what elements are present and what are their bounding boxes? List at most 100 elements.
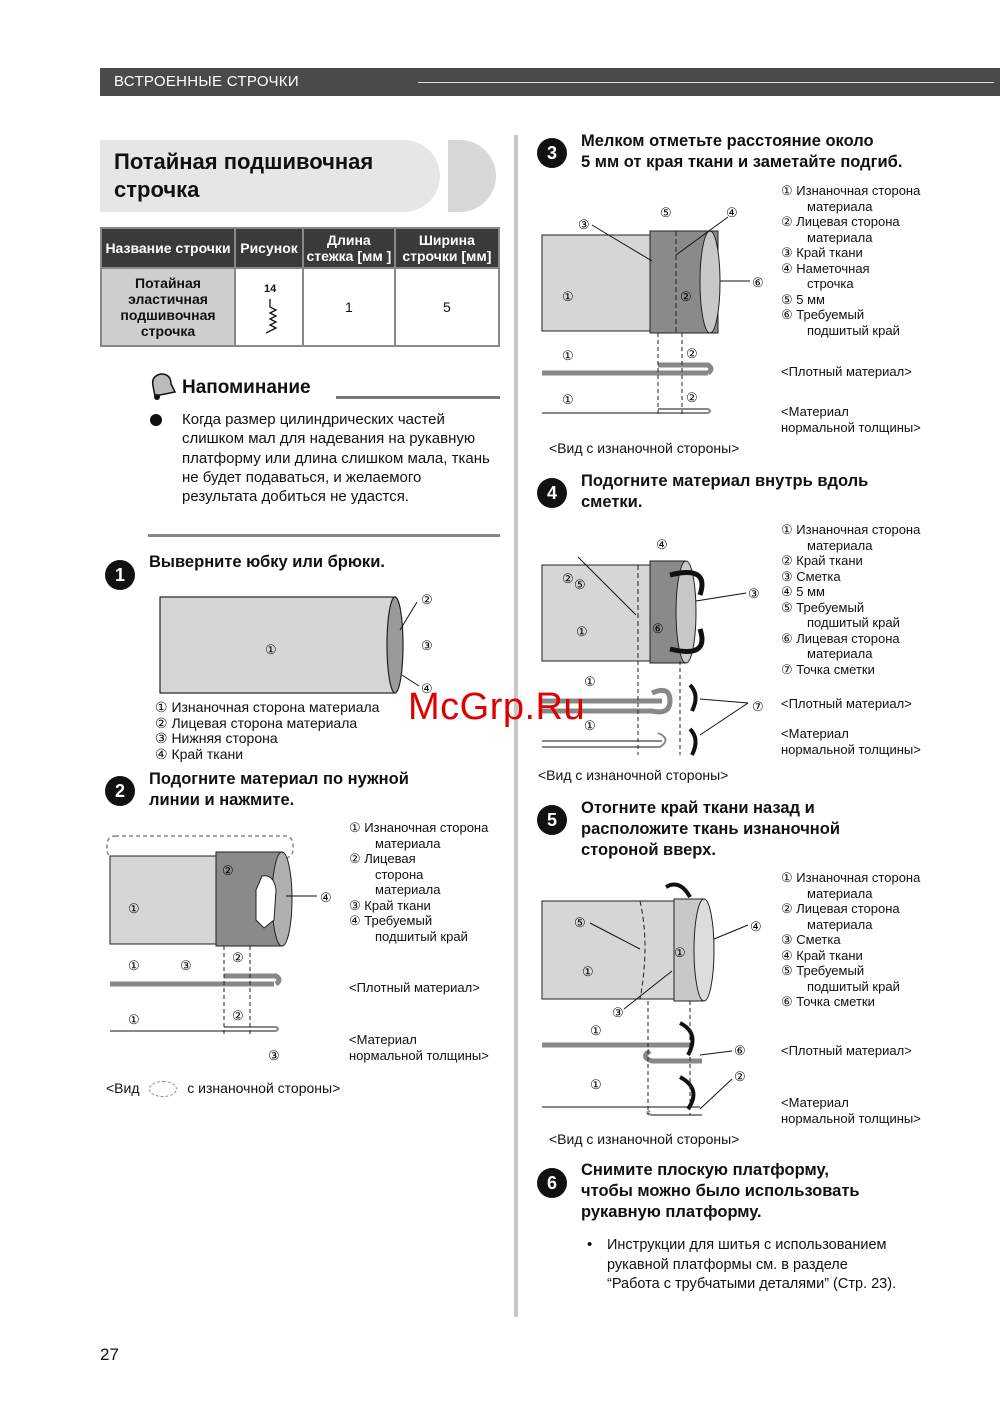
- step-2-view-caption: <Вид с изнаночной стороны>: [106, 1080, 340, 1098]
- legend-item: подшитый край: [807, 615, 900, 630]
- legend-item: материала: [807, 646, 873, 661]
- svg-text:⑦: ⑦: [752, 699, 764, 714]
- step-2-thick: <Плотный материал>: [349, 980, 480, 995]
- svg-text:①: ①: [582, 964, 594, 979]
- step-4-normal: <Материал нормальной толщины>: [781, 726, 921, 757]
- stitch-length: 1: [302, 267, 396, 347]
- step-1-number: 1: [105, 560, 135, 590]
- step-3-thick: <Плотный материал>: [781, 364, 912, 379]
- svg-text:①: ①: [265, 642, 277, 657]
- svg-text:③: ③: [748, 586, 760, 601]
- svg-text:①: ①: [576, 624, 588, 639]
- step-6-line-2: чтобы можно было использовать: [581, 1182, 860, 1200]
- memo-title: Напоминание: [182, 377, 311, 398]
- step-5-normal: <Материал нормальной толщины>: [781, 1095, 921, 1126]
- page-title: Потайная подшивочная строчка: [114, 148, 373, 204]
- legend-item: ① Изнаночная сторона: [781, 870, 921, 885]
- step-4-view-caption: <Вид с изнаночной стороны>: [538, 767, 729, 783]
- col-width: Ширина строчки [мм]: [393, 227, 501, 269]
- legend-item: ⑦ Точка сметки: [781, 661, 875, 677]
- step-3-number: 3: [537, 138, 567, 168]
- svg-text:④: ④: [750, 919, 762, 934]
- step-5-diagram: ⑤ ①① ④ ③ ①① ⑥ ②: [541, 882, 762, 1116]
- legend-item: материала: [807, 198, 873, 214]
- svg-text:①: ①: [584, 674, 596, 689]
- svg-text:⑤: ⑤: [660, 205, 672, 220]
- svg-text:①: ①: [562, 289, 574, 304]
- memo-bottom-rule: [148, 534, 500, 537]
- step-2-legend: ① Изнаночная сторона материала ② Лицевая…: [349, 820, 488, 944]
- col-name: Название строчки: [100, 227, 236, 269]
- step-5-number: 5: [537, 805, 567, 835]
- step-4-number: 4: [537, 478, 567, 508]
- svg-text:⑥: ⑥: [652, 621, 664, 636]
- legend-item: ③ Край ткани: [781, 245, 863, 260]
- step-5-line-2: расположите ткань изнаночной: [581, 820, 840, 838]
- step-2-line-1: Подогните материал по нужной: [149, 770, 409, 788]
- legend-item: материала: [807, 537, 873, 553]
- svg-text:①: ①: [674, 945, 686, 960]
- normal-line-2: нормальной толщины>: [781, 1110, 921, 1126]
- svg-text:①: ①: [128, 958, 140, 973]
- step-5-line-3: стороной вверх.: [581, 841, 716, 859]
- legend-item: ⑥ Точка сметки: [781, 994, 875, 1009]
- svg-text:①: ①: [590, 1023, 602, 1038]
- legend-item: ③ Край ткани: [349, 897, 431, 913]
- normal-line-1: <Материал: [781, 404, 849, 419]
- note-line-3: “Работа с трубчатыми деталями” (Стр. 23)…: [607, 1276, 897, 1292]
- note-line-1: Инструкции для шитья с использованием: [607, 1237, 887, 1253]
- svg-text:②: ②: [562, 571, 574, 586]
- legend-item: ③ Сметка: [781, 568, 841, 584]
- legend-item: материала: [375, 882, 441, 897]
- stitch-name: Потайная эластичная подшивочная строчка: [100, 267, 236, 347]
- dashed-oval-icon: [149, 1081, 178, 1098]
- svg-text:②: ②: [686, 346, 698, 361]
- legend-item: ① Изнаночная сторона материала: [155, 699, 380, 715]
- legend-item: материала: [807, 885, 873, 901]
- step-1-text: Выверните юбку или брюки.: [149, 553, 385, 571]
- step-6-line-1: Снимите плоскую платформу,: [581, 1161, 829, 1179]
- stitch-width: 5: [393, 267, 501, 347]
- svg-text:②: ②: [421, 592, 433, 607]
- svg-text:③: ③: [268, 1048, 280, 1063]
- svg-text:①: ①: [590, 1077, 602, 1092]
- legend-item: ④ Наметочная: [781, 260, 870, 276]
- svg-text:③: ③: [578, 217, 590, 232]
- normal-line-2: нормальной толщины>: [349, 1047, 489, 1063]
- legend-item: ⑥ Лицевая сторона: [781, 630, 900, 646]
- legend-item: подшитый край: [807, 978, 900, 994]
- step-5-text: Отогните край ткани назад и расположите …: [581, 798, 840, 861]
- svg-text:⑤: ⑤: [574, 915, 586, 930]
- step-2-normal: <Материал нормальной толщины>: [349, 1032, 489, 1063]
- step-1-diagram: ① ② ③ ④: [159, 592, 433, 696]
- stitch-table: Название строчки Рисунок Длина стежка [м…: [100, 227, 501, 347]
- title-line-1: Потайная подшивочная: [114, 149, 374, 174]
- svg-text:④: ④: [421, 681, 433, 696]
- svg-text:②: ②: [686, 390, 698, 405]
- normal-line-2: нормальной толщины>: [781, 419, 921, 435]
- legend-item: ⑤ 5 мм: [781, 291, 825, 307]
- step-3-legend: ① Изнаночная сторона материала ② Лицевая…: [781, 183, 920, 338]
- step-4-line-1: Подогните материал внутрь вдоль: [581, 472, 869, 490]
- svg-text:③: ③: [180, 958, 192, 973]
- legend-item: ② Лицевая сторона: [781, 901, 900, 916]
- step-6-line-3: рукавную платформу.: [581, 1203, 762, 1221]
- svg-text:②: ②: [680, 289, 692, 304]
- legend-item: ③ Сметка: [781, 932, 841, 947]
- step-4-thick: <Плотный материал>: [781, 696, 912, 711]
- svg-text:③: ③: [421, 638, 433, 653]
- note-line-2: рукавной платформы см. в разделе: [607, 1256, 848, 1273]
- legend-item: подшитый край: [807, 322, 900, 338]
- memo-bullet: [150, 414, 162, 426]
- svg-text:④: ④: [656, 537, 668, 552]
- svg-text:②: ②: [232, 950, 244, 965]
- legend-item: материала: [375, 835, 441, 851]
- normal-line-1: <Материал: [781, 1095, 849, 1110]
- step-3-line-1: Мелком отметьте расстояние около: [581, 132, 874, 150]
- step-6-text: Снимите плоскую платформу, чтобы можно б…: [581, 1160, 860, 1223]
- svg-text:①: ①: [562, 348, 574, 363]
- legend-item: строчка: [807, 276, 854, 291]
- column-divider: [514, 135, 518, 1317]
- legend-item: ④ Край ткани: [781, 947, 863, 963]
